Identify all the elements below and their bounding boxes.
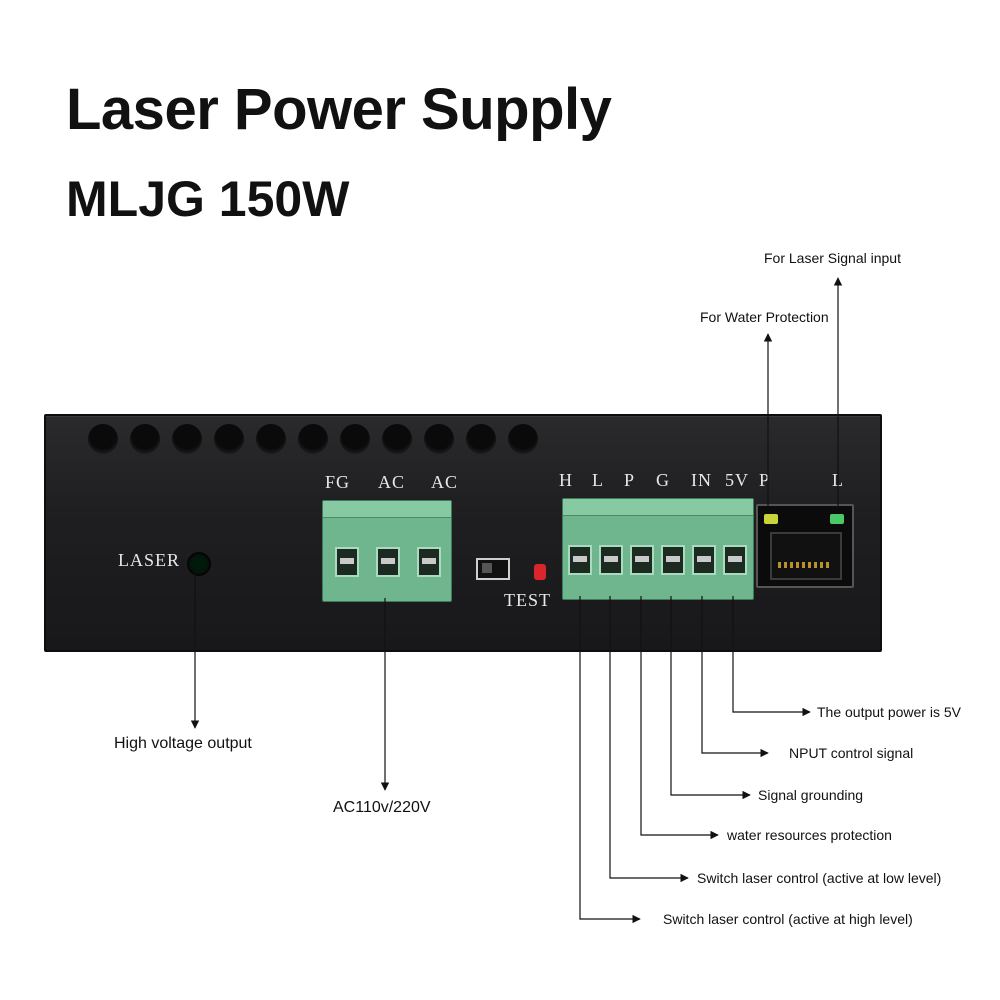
rj45-socket [770, 532, 842, 580]
vent-hole [88, 424, 118, 454]
terminal-screw [335, 547, 359, 577]
terminal-label-g: G [656, 470, 670, 490]
vent-hole [256, 424, 286, 454]
callout-input-signal: NPUT control signal [789, 745, 914, 761]
vent-hole [130, 424, 160, 454]
vent-hole [508, 424, 538, 454]
laser-signal-led [830, 514, 844, 524]
rj45-label-p: P [759, 470, 771, 490]
callout-low-level: Switch laser control (active at low leve… [697, 870, 942, 886]
callout-line-low-level [609, 596, 689, 883]
vent-hole [466, 424, 496, 454]
terminal-screw [417, 547, 441, 577]
terminal-screw [661, 545, 685, 575]
test-label: TEST [504, 590, 551, 610]
callout-line-water-resources [640, 596, 719, 840]
terminal-label-fg: FG [325, 472, 351, 492]
terminal-top [323, 501, 451, 518]
laser-label: LASER [118, 550, 181, 570]
terminal-screw [376, 547, 400, 577]
page-subtitle: MLJG 150W [66, 171, 350, 227]
terminal-label-5v: 5V [725, 470, 749, 490]
terminal-screw [630, 545, 654, 575]
power-supply-panel: LASER FG AC AC TEST H L P G IN 5V P L [44, 414, 882, 652]
callout-line-input-signal [701, 596, 769, 758]
callout-high-level: Switch laser control (active at high lev… [663, 911, 913, 927]
terminal-label-l: L [592, 470, 604, 490]
rj45-pins [778, 562, 830, 568]
test-button[interactable] [534, 564, 546, 580]
terminal-label-p: P [624, 470, 636, 490]
callout-ac-input: AC110v/220V [333, 799, 431, 816]
terminal-screw [599, 545, 623, 575]
vent-hole [214, 424, 244, 454]
water-protection-led [764, 514, 778, 524]
vent-hole [340, 424, 370, 454]
callout-line-ground [670, 596, 751, 800]
ac-terminal-block [322, 500, 452, 602]
vent-hole [424, 424, 454, 454]
callout-laser-signal-input: For Laser Signal input [764, 250, 901, 266]
terminal-label-in: IN [691, 470, 712, 490]
power-switch[interactable] [476, 558, 510, 580]
terminal-top [563, 499, 753, 516]
vent-hole [298, 424, 328, 454]
terminal-label-h: H [559, 470, 573, 490]
high-voltage-port [187, 552, 211, 576]
page-title: Laser Power Supply [66, 77, 612, 142]
terminal-screw [692, 545, 716, 575]
callout-high-voltage-output: High voltage output [114, 735, 252, 752]
terminal-label-ac2: AC [431, 472, 459, 492]
terminal-label-ac1: AC [378, 472, 406, 492]
callout-line-5v [732, 596, 811, 717]
callout-water-resources: water resources protection [727, 827, 892, 843]
callout-output-5v: The output power is 5V [817, 704, 961, 720]
rj45-port [756, 504, 854, 588]
terminal-screw [568, 545, 592, 575]
callout-line-high-level [579, 596, 641, 924]
terminal-screw [723, 545, 747, 575]
vent-hole [382, 424, 412, 454]
signal-terminal-block [562, 498, 754, 600]
vent-hole [172, 424, 202, 454]
callout-signal-grounding: Signal grounding [758, 787, 864, 803]
callout-water-protection: For Water Protection [700, 309, 829, 325]
